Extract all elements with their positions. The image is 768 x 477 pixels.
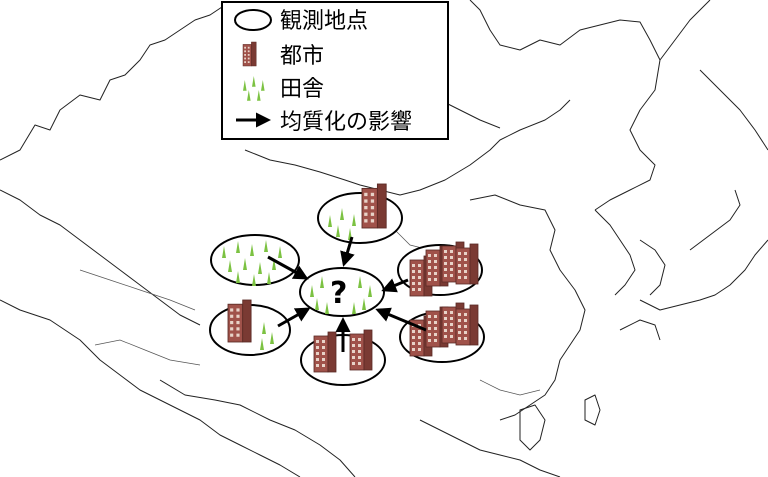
arrow-from-east-lower xyxy=(375,307,427,332)
site-east-upper xyxy=(397,241,483,297)
arrow-from-northwest xyxy=(267,255,309,280)
arrow-from-north xyxy=(340,236,355,267)
site-center: ? xyxy=(299,267,385,317)
arrow-from-east-upper xyxy=(381,278,409,293)
city-building-icon xyxy=(361,183,387,229)
unknown-site-label: ? xyxy=(330,276,347,311)
legend-label-homogenization: 均質化の影響 xyxy=(280,110,412,135)
legend-label-city: 都市 xyxy=(280,44,324,69)
site-east-lower xyxy=(399,302,485,363)
arrow-from-west-lower xyxy=(277,307,311,328)
legend-label-site: 観測地点 xyxy=(280,9,368,34)
city-building-icon xyxy=(242,41,257,67)
homogenization-arrows xyxy=(267,236,427,352)
site-west-lower xyxy=(209,299,291,356)
ellipse-icon xyxy=(234,9,272,31)
site-north xyxy=(317,183,403,244)
legend: 観測地点 都市 田舎 均質化の影響 xyxy=(221,1,449,140)
site-northwest xyxy=(210,234,300,286)
legend-label-rural: 田舎 xyxy=(280,77,324,102)
